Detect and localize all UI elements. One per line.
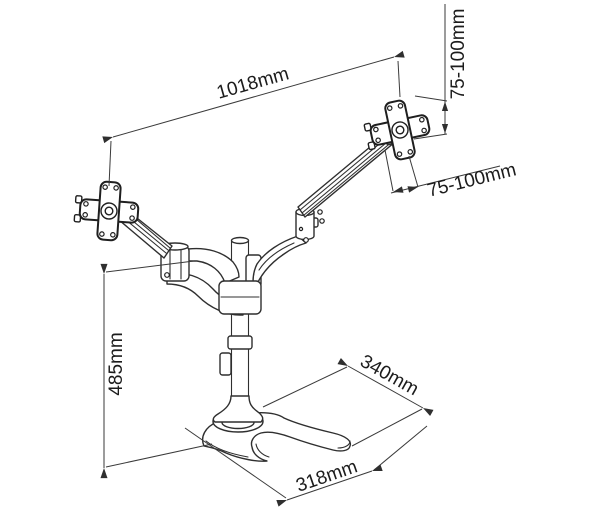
- stand-artwork: [72, 94, 436, 462]
- dim-label-base-depth: 340mm: [356, 351, 422, 400]
- pivot-bolt: [164, 272, 170, 278]
- dimension-line: [337, 358, 434, 416]
- right-lower-arm-accent: [258, 242, 295, 271]
- extension-line: [397, 60, 401, 98]
- dim-label-stand-height: 485mm: [106, 332, 127, 395]
- dim-vesa-vertical: 75-100mm: [413, 4, 469, 140]
- base-rim-tip: [337, 440, 351, 449]
- dimension-line: [276, 464, 383, 507]
- right-upper-arm-spring-line: [301, 137, 393, 214]
- dimension-line: [102, 50, 405, 144]
- dim-label-vesa-horizontal: 75-100mm: [425, 159, 518, 201]
- left-vesa-plate: [72, 178, 141, 243]
- right-upper-arm: [297, 131, 396, 224]
- right-upper-arm-spring-line: [299, 134, 391, 211]
- pivot-bolt: [319, 218, 325, 224]
- extension-line: [105, 260, 195, 273]
- pole-funnel: [212, 395, 264, 423]
- extension-line: [108, 140, 112, 187]
- pole: [212, 236, 264, 423]
- arrowhead-right: [407, 186, 418, 193]
- base-rim-notch: [255, 443, 270, 458]
- extension-line: [351, 408, 423, 447]
- dim-label-vesa-vertical: 75-100mm: [448, 9, 469, 100]
- extension-line: [408, 155, 419, 188]
- arrowhead-left: [393, 186, 404, 193]
- extension-line: [384, 149, 394, 192]
- extension-line: [262, 366, 348, 408]
- pivot-bolt: [303, 237, 309, 243]
- dim-stand-height: 485mm: [100, 260, 213, 479]
- left-lower-arm-band: [185, 247, 240, 284]
- extension-line: [373, 425, 428, 471]
- arrowhead-up: [441, 101, 449, 111]
- pole-collar: [227, 335, 253, 350]
- pivot-bolt: [298, 226, 304, 232]
- extension-line: [414, 95, 448, 102]
- pole-clip: [219, 352, 232, 376]
- central-clamp-assembly: [166, 235, 307, 316]
- pole-top-cap: [230, 236, 250, 245]
- dim-label-base-width: 318mm: [293, 456, 360, 496]
- arrowhead-down: [441, 124, 449, 134]
- extension-line: [105, 443, 213, 468]
- pivot-bolt: [317, 209, 323, 215]
- extension-line: [413, 133, 448, 140]
- right-upper-arm-spring-line: [302, 139, 395, 217]
- extension-line: [184, 427, 287, 499]
- base-rim-front: [205, 440, 249, 458]
